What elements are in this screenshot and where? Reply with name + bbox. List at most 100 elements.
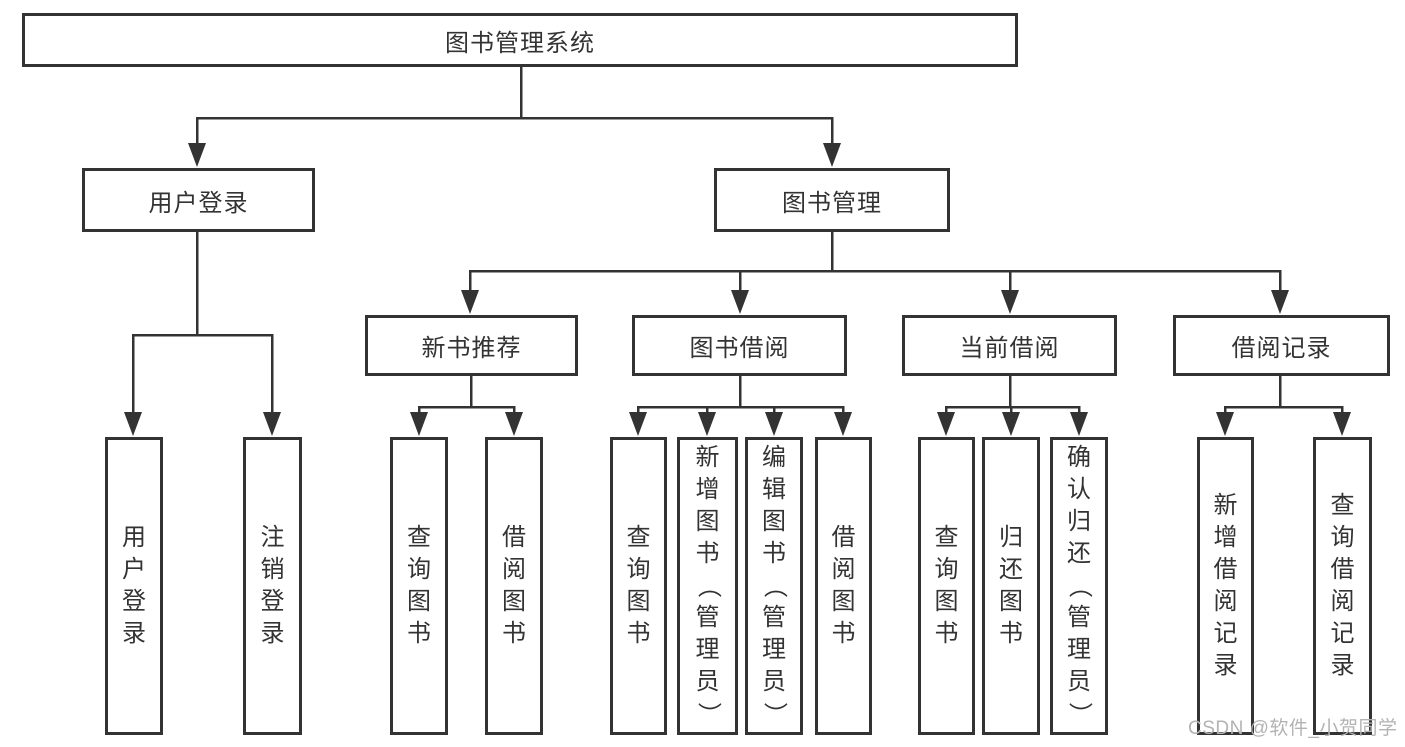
- arrowhead-icon: [937, 412, 955, 436]
- vertical-char: 书: [502, 620, 526, 647]
- leaf-confirm-return-admin: 确认归还（管理员）: [1050, 437, 1108, 735]
- leaf-user-login: 用户登录: [105, 437, 163, 735]
- leaf-return-books: 归还图书: [982, 437, 1040, 735]
- vertical-char: 图: [762, 508, 786, 535]
- vertical-char: 理: [695, 636, 720, 663]
- vertical-char: 增: [1213, 524, 1238, 551]
- node-book-management: 图书管理: [714, 168, 950, 232]
- vertical-char: 录: [1213, 652, 1238, 679]
- vertical-char: 询: [407, 556, 431, 583]
- vertical-char: 录: [260, 620, 285, 647]
- arrowhead-icon: [731, 290, 749, 314]
- node-user-login: 用户登录: [82, 168, 315, 232]
- vertical-char: 借: [502, 524, 526, 551]
- node-borrowing-records: 借阅记录: [1173, 315, 1390, 376]
- vertical-char: 认: [1067, 476, 1091, 503]
- vertical-char: 录: [122, 620, 146, 647]
- vertical-char: 用: [122, 524, 146, 551]
- vertical-char: 图: [502, 588, 526, 615]
- leaf-query-books-recommend: 查询图书: [390, 437, 448, 735]
- node-current-borrowing: 当前借阅: [902, 315, 1117, 376]
- vertical-char: 借: [831, 524, 856, 551]
- vertical-char: 图: [934, 588, 959, 615]
- vertical-char: 书: [407, 620, 431, 647]
- arrowhead-icon: [834, 412, 852, 436]
- arrowhead-icon: [823, 143, 841, 167]
- arrowhead-icon: [1001, 290, 1019, 314]
- arrowhead-icon: [765, 412, 783, 436]
- vertical-char: （: [1066, 574, 1093, 598]
- leaf-borrow-books-borrowing: 借阅图书: [815, 437, 872, 735]
- vertical-char: 借: [1213, 556, 1238, 583]
- csdn-watermark: CSDN @软件_小贺同学: [1188, 718, 1398, 739]
- vertical-char: ）: [1066, 702, 1093, 726]
- arrowhead-icon: [461, 290, 479, 314]
- vertical-char: 查: [626, 524, 651, 551]
- vertical-char: 归: [999, 524, 1023, 551]
- arrowhead-icon: [629, 412, 647, 436]
- vertical-char: 书: [831, 620, 856, 647]
- vertical-char: 书: [999, 620, 1023, 647]
- vertical-char: 书: [695, 540, 720, 567]
- vertical-char: 登: [122, 588, 146, 615]
- vertical-char: 图: [626, 588, 651, 615]
- vertical-char: 借: [1330, 556, 1355, 583]
- vertical-char: 图: [831, 588, 856, 615]
- vertical-char: 员: [695, 668, 720, 695]
- leaf-query-borrow-record: 查询借阅记录: [1313, 437, 1372, 735]
- leaf-query-books-borrowing: 查询图书: [610, 437, 667, 735]
- arrowhead-icon: [1271, 290, 1289, 314]
- connector-path: [131, 67, 1344, 415]
- arrowhead-icon: [505, 412, 523, 436]
- vertical-char: 辑: [762, 476, 786, 503]
- vertical-char: （: [761, 574, 788, 598]
- vertical-char: 图: [407, 588, 431, 615]
- arrowhead-icon: [1070, 412, 1088, 436]
- vertical-char: 注: [260, 524, 285, 551]
- vertical-char: 阅: [1213, 588, 1238, 615]
- vertical-char: 图: [999, 588, 1023, 615]
- vertical-char: 管: [1067, 604, 1091, 631]
- arrowhead-icon: [1333, 412, 1351, 436]
- vertical-char: 还: [999, 556, 1023, 583]
- vertical-char: 管: [695, 604, 720, 631]
- leaf-edit-books-admin: 编辑图书（管理员）: [745, 437, 803, 735]
- arrowhead-icon: [1002, 412, 1020, 436]
- vertical-char: 管: [762, 604, 786, 631]
- vertical-char: （: [694, 574, 722, 598]
- vertical-char: 新: [1213, 492, 1238, 519]
- vertical-char: 销: [260, 556, 285, 583]
- vertical-char: 增: [695, 476, 720, 503]
- vertical-char: 员: [1067, 668, 1091, 695]
- vertical-char: 编: [762, 444, 786, 471]
- vertical-char: 询: [626, 556, 651, 583]
- vertical-char: 阅: [831, 556, 856, 583]
- vertical-char: 阅: [1330, 588, 1355, 615]
- arrowhead-icon: [188, 143, 206, 167]
- vertical-char: 查: [934, 524, 959, 551]
- vertical-char: 记: [1213, 620, 1238, 647]
- leaf-add-books-admin: 新增图书（管理员）: [677, 437, 738, 735]
- arrowhead-icon: [1216, 412, 1234, 436]
- arrowhead-icon: [124, 412, 142, 436]
- vertical-char: 阅: [502, 556, 526, 583]
- vertical-char: 询: [1330, 524, 1355, 551]
- node-new-book-recommendation: 新书推荐: [365, 315, 578, 376]
- vertical-char: 登: [260, 588, 285, 615]
- vertical-char: 记: [1330, 620, 1355, 647]
- vertical-char: 新: [695, 444, 720, 471]
- leaf-logout: 注销登录: [243, 437, 302, 735]
- vertical-char: 查: [407, 524, 431, 551]
- vertical-char: 确: [1067, 444, 1091, 471]
- vertical-char: ）: [761, 702, 788, 726]
- vertical-char: 户: [122, 556, 146, 583]
- vertical-char: 员: [762, 668, 786, 695]
- vertical-char: 录: [1330, 652, 1355, 679]
- arrowhead-icon: [410, 412, 428, 436]
- vertical-char: 查: [1330, 492, 1355, 519]
- arrowhead-icon: [263, 412, 281, 436]
- vertical-char: 询: [934, 556, 959, 583]
- vertical-char: 书: [934, 620, 959, 647]
- leaf-query-books-current: 查询图书: [918, 437, 975, 735]
